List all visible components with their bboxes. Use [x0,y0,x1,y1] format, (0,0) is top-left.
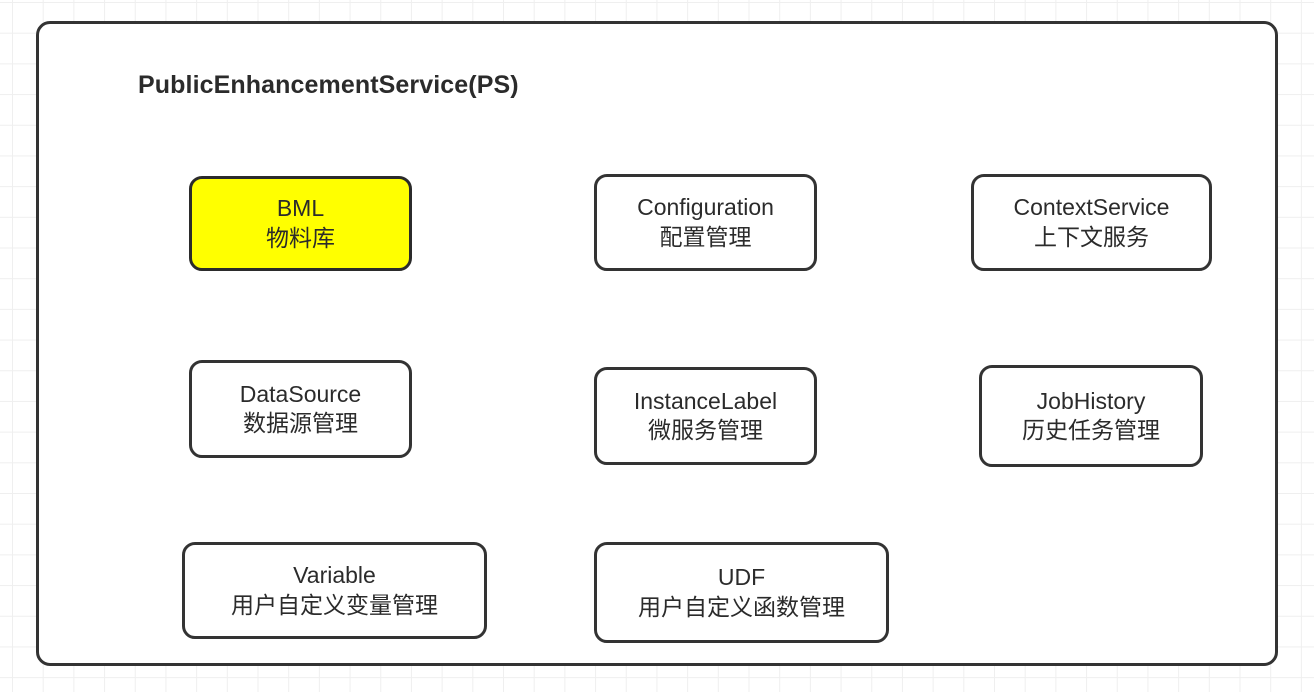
node-jobhistory-name-cn: 历史任务管理 [1022,417,1160,443]
node-datasource[interactable]: DataSource 数据源管理 [189,360,412,458]
node-variable-name-cn: 用户自定义变量管理 [231,591,438,618]
node-jobhistory-name-en: JobHistory [1036,387,1146,414]
node-instancelabel-name-en: InstanceLabel [633,387,778,414]
node-udf-name-en: UDF [717,564,766,591]
node-udf[interactable]: UDF 用户自定义函数管理 [594,542,889,643]
node-contextservice-name-cn: 上下文服务 [1034,223,1149,250]
node-instancelabel[interactable]: InstanceLabel 微服务管理 [594,367,817,465]
node-configuration[interactable]: Configuration 配置管理 [594,174,817,271]
public-enhancement-service-group[interactable]: PublicEnhancementService(PS) BML 物料库 Con… [36,21,1278,666]
node-bml-name-cn: 物料库 [266,224,335,251]
node-contextservice[interactable]: ContextService 上下文服务 [971,174,1212,271]
node-jobhistory[interactable]: JobHistory 历史任务管理 [979,365,1203,467]
node-variable-name-en: Variable [293,562,376,589]
node-configuration-name-en: Configuration [637,194,774,221]
node-configuration-name-cn: 配置管理 [659,223,752,250]
node-datasource-name-en: DataSource [239,380,362,407]
node-datasource-name-cn: 数据源管理 [243,410,358,436]
group-title: PublicEnhancementService(PS) [138,71,519,99]
node-bml-name-en: BML [276,195,325,222]
node-bml[interactable]: BML 物料库 [189,176,412,271]
node-udf-name-cn: 用户自定义函数管理 [638,593,845,620]
node-instancelabel-name-cn: 微服务管理 [648,417,763,443]
node-contextservice-name-en: ContextService [1013,194,1170,221]
node-variable[interactable]: Variable 用户自定义变量管理 [182,542,487,639]
